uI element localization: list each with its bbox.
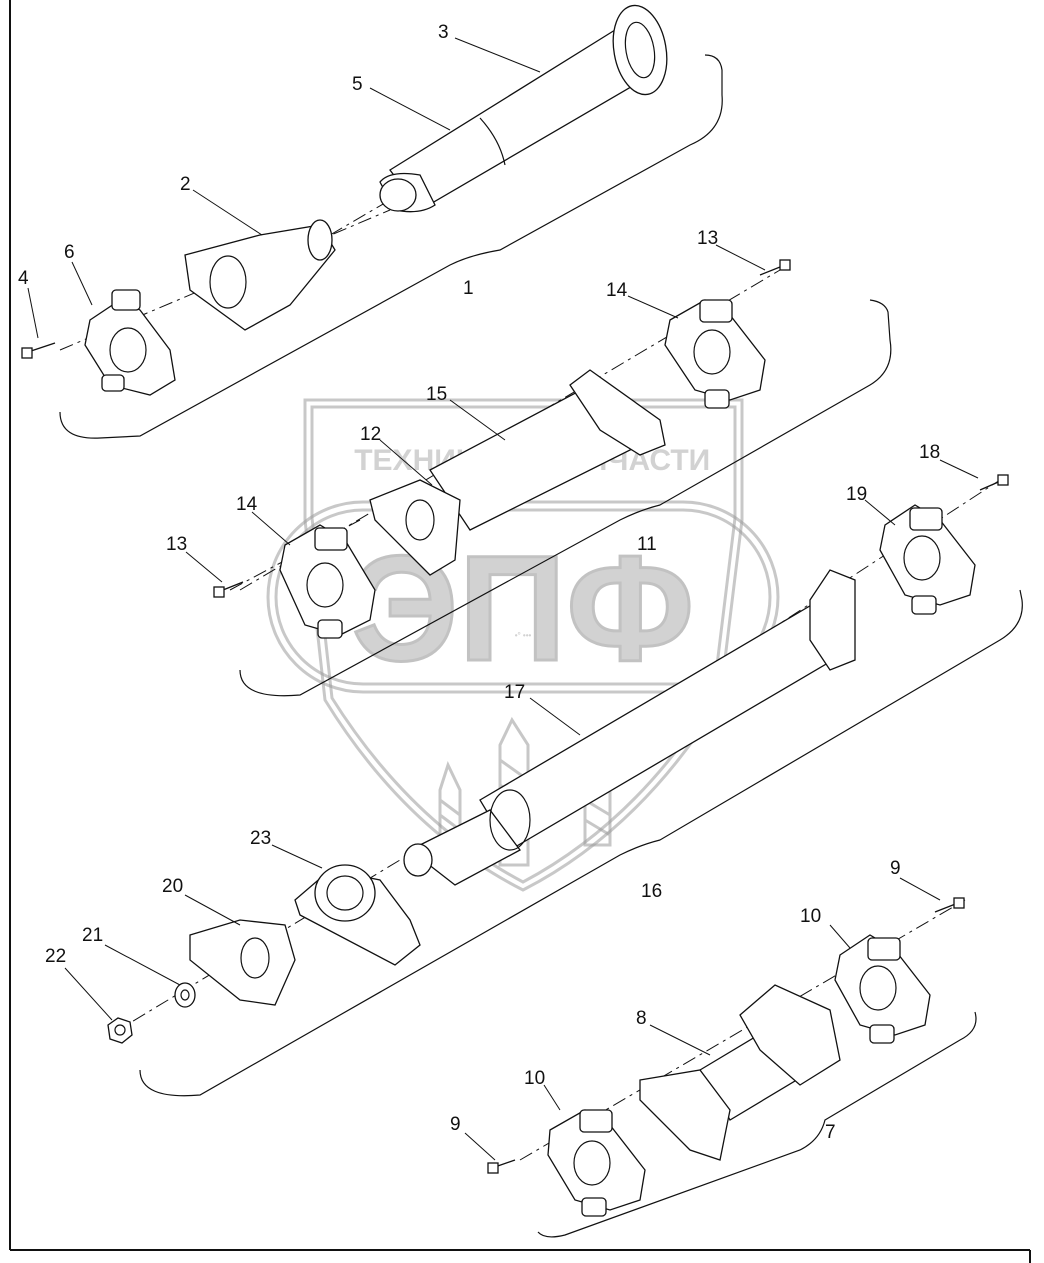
watermark-small-text: •° •••	[515, 631, 532, 640]
universal-joint-19	[879, 504, 976, 615]
callout-5: 5	[352, 74, 363, 95]
callout-3: 3	[438, 22, 449, 43]
callout-numbers: 1 2 3 4 5 6 7 8 9 9 10 10 11 12 13 13 14…	[18, 22, 940, 1143]
washer-21	[174, 982, 196, 1008]
watermark: ЭПФ ТЕХНИКА ЗАПЧАСТИ •° •••	[266, 398, 780, 892]
universal-joint-14-upper	[664, 299, 766, 409]
callout-19: 19	[846, 484, 867, 505]
bolt-18	[979, 474, 1009, 491]
callout-7: 7	[825, 1122, 836, 1143]
leader-lines	[27, 37, 979, 1161]
callout-14-upper: 14	[606, 280, 628, 301]
callout-21: 21	[82, 925, 103, 946]
universal-joint-10-lower	[547, 1109, 646, 1217]
universal-joint-14-lower	[279, 524, 376, 639]
watermark-big-text: ЭПФ	[352, 524, 695, 692]
callout-10-lower: 10	[524, 1068, 545, 1089]
universal-joint-6	[84, 289, 176, 396]
bolt-9-lower	[487, 1159, 516, 1174]
assembly-brackets	[59, 54, 1023, 1238]
callout-17: 17	[504, 682, 525, 703]
callout-12: 12	[360, 424, 381, 445]
center-shaft-15	[369, 369, 666, 576]
callout-14-lower: 14	[236, 494, 258, 515]
callout-9-lower: 9	[450, 1114, 461, 1135]
callout-16: 16	[641, 881, 662, 902]
universal-joint-10-upper	[834, 934, 931, 1044]
callout-18: 18	[919, 442, 940, 463]
bolt-4	[21, 342, 56, 359]
bolt-13-lower	[213, 581, 244, 598]
companion-yoke-20	[189, 919, 296, 1006]
callout-15: 15	[426, 384, 447, 405]
short-shaft-8	[639, 984, 841, 1161]
callout-11: 11	[637, 534, 657, 555]
callout-10-upper: 10	[800, 906, 821, 927]
page-frame	[9, 0, 1031, 1263]
callout-6: 6	[64, 242, 75, 263]
bolt-9-upper	[934, 897, 965, 913]
callout-2: 2	[180, 174, 191, 195]
callout-1: 1	[463, 278, 474, 299]
tube-assembly-3-5	[379, 4, 668, 213]
callout-23: 23	[250, 828, 271, 849]
callout-22: 22	[45, 946, 66, 967]
rear-shaft-17	[403, 569, 856, 886]
callout-4: 4	[18, 268, 29, 289]
center-bearing-23	[294, 864, 421, 966]
callout-9-upper: 9	[890, 858, 901, 879]
callout-13-lower: 13	[166, 534, 187, 555]
callout-20: 20	[162, 876, 183, 897]
callout-8: 8	[636, 1008, 647, 1029]
slip-yoke-2	[184, 219, 336, 331]
bolt-13-upper	[759, 259, 791, 276]
nut-22	[107, 1017, 133, 1044]
callout-13-upper: 13	[697, 228, 718, 249]
